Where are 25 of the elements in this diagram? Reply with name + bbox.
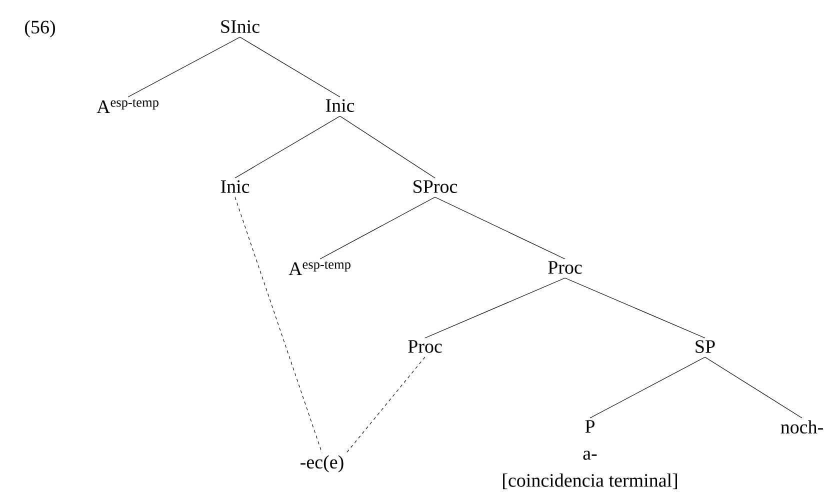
tree-branch (704, 356, 802, 418)
tree-branch (128, 36, 240, 98)
tree-branch (240, 36, 340, 98)
tree-node-label: Proc (548, 261, 582, 274)
tree-branch (590, 356, 706, 418)
dashed-line (346, 356, 426, 454)
tree-branch (564, 278, 706, 338)
tree-branch (234, 116, 340, 178)
tree-branch (434, 196, 566, 260)
tree-node-label: SInic (221, 20, 260, 33)
tree-node-label: A$^{esp-temp}$ (288, 261, 350, 275)
tree-node-label: -ec(e) (300, 455, 344, 472)
tree-node-label: A$^{esp-temp}$ (96, 99, 158, 113)
tree-node-label: SP (696, 340, 715, 353)
dashed-line (234, 196, 322, 454)
tree-node-label: P a- [coincidencia terminal] (503, 420, 677, 490)
tree-node-label: SProc (414, 180, 458, 193)
tree-node-label: Inic (326, 99, 354, 112)
tree-node-label: noch- (780, 420, 823, 434)
example-number: (56) (25, 20, 55, 38)
tree-branch (424, 278, 566, 338)
tree-branch (320, 196, 436, 260)
tree-node-label: Proc (408, 340, 442, 353)
tree-node-label: Inic (220, 180, 250, 193)
tree-branch (340, 116, 436, 178)
